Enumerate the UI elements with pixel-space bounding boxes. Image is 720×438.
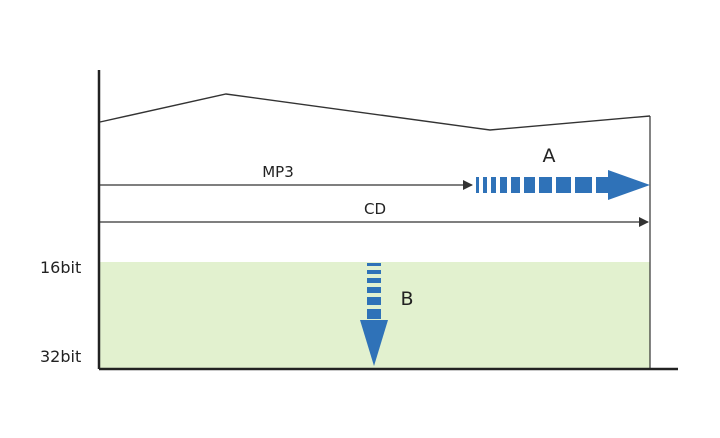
arrow-a [476, 170, 650, 200]
cd-label: CD [364, 200, 386, 218]
arrow-a-label: A [543, 145, 556, 167]
arrow-b [360, 263, 388, 366]
arrow-b-label: B [400, 288, 413, 310]
mp3-label: MP3 [262, 163, 294, 181]
frequency-envelope [99, 93, 651, 131]
label-16bit: 16bit [40, 258, 81, 277]
label-32bit: 32bit [40, 347, 81, 366]
